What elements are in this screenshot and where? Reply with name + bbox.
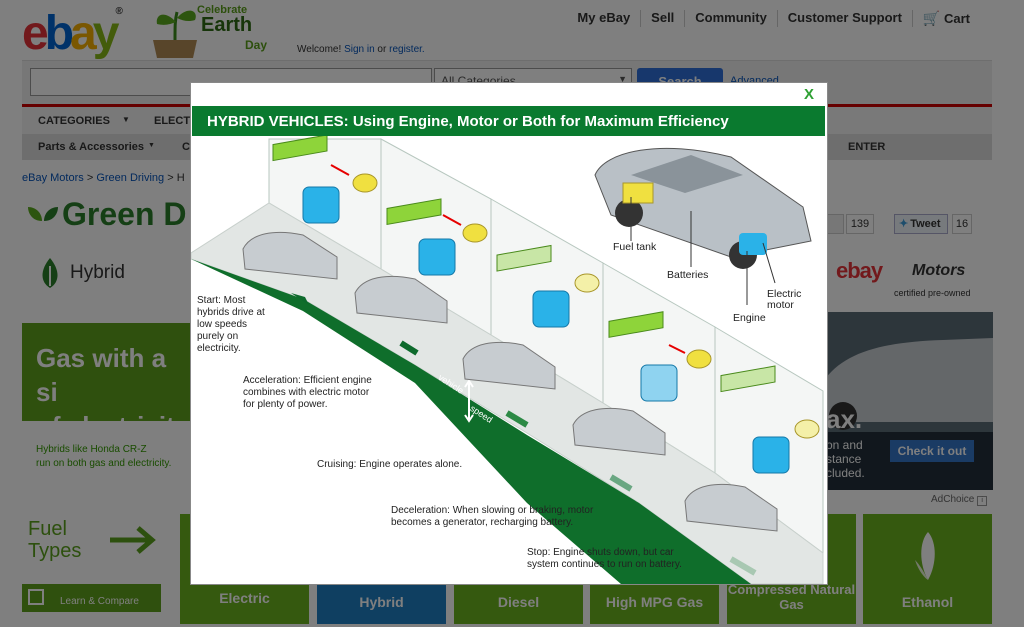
electric-motor-line1: Electric [767, 288, 802, 300]
modal-title: HYBRID VEHICLES: Using Engine, Motor or … [192, 106, 825, 136]
battery-icons [272, 134, 776, 393]
cruising-caption: Cruising: Engine operates alone. [317, 459, 463, 470]
hybrid-infographic-modal: Fuel tank Batteries Engine Electric moto… [190, 82, 828, 585]
batteries-label: Batteries [667, 269, 709, 281]
start-line-2: hybrids drive at [197, 307, 265, 318]
start-caption: Start: Most hybrids drive at low speeds … [197, 295, 265, 355]
start-line-5: electricity. [197, 343, 241, 354]
start-line-4: purely on [197, 331, 239, 342]
motor-icons [302, 186, 790, 474]
electric-motor-label: Electric motor [767, 289, 801, 311]
decel-line-1: Deceleration: When slowing or braking, m… [391, 505, 594, 516]
start-line-1: Start: Most [197, 295, 246, 306]
fuel-tank-label: Fuel tank [613, 241, 657, 253]
speed-wedge [191, 259, 751, 584]
energy-flow-arrows [330, 164, 686, 354]
car-sequence [242, 231, 778, 532]
deceleration-caption: Deceleration: When slowing or braking, m… [391, 505, 593, 529]
direction-arrows [291, 293, 757, 576]
engine-icons [352, 173, 820, 439]
accel-line-1: Acceleration: Efficient engine [243, 375, 372, 386]
electric-motor-line2: motor [767, 299, 794, 311]
decel-line-2: becomes a generator, recharging battery. [391, 517, 574, 528]
stop-line-1: Stop: Engine shuts down, but car [527, 547, 674, 558]
hybrid-car-cutaway [594, 112, 812, 305]
engine-label: Engine [733, 312, 766, 324]
stop-caption: Stop: Engine shuts down, but car system … [527, 547, 682, 571]
close-icon[interactable]: X [804, 86, 815, 103]
accel-line-2: combines with electric motor [243, 387, 370, 398]
start-line-3: low speeds [197, 319, 248, 330]
accel-line-3: for plenty of power. [243, 399, 328, 410]
stop-line-2: system continues to run on battery. [527, 559, 682, 570]
acceleration-caption: Acceleration: Efficient engine combines … [243, 375, 372, 411]
hybrid-infographic [191, 112, 824, 584]
